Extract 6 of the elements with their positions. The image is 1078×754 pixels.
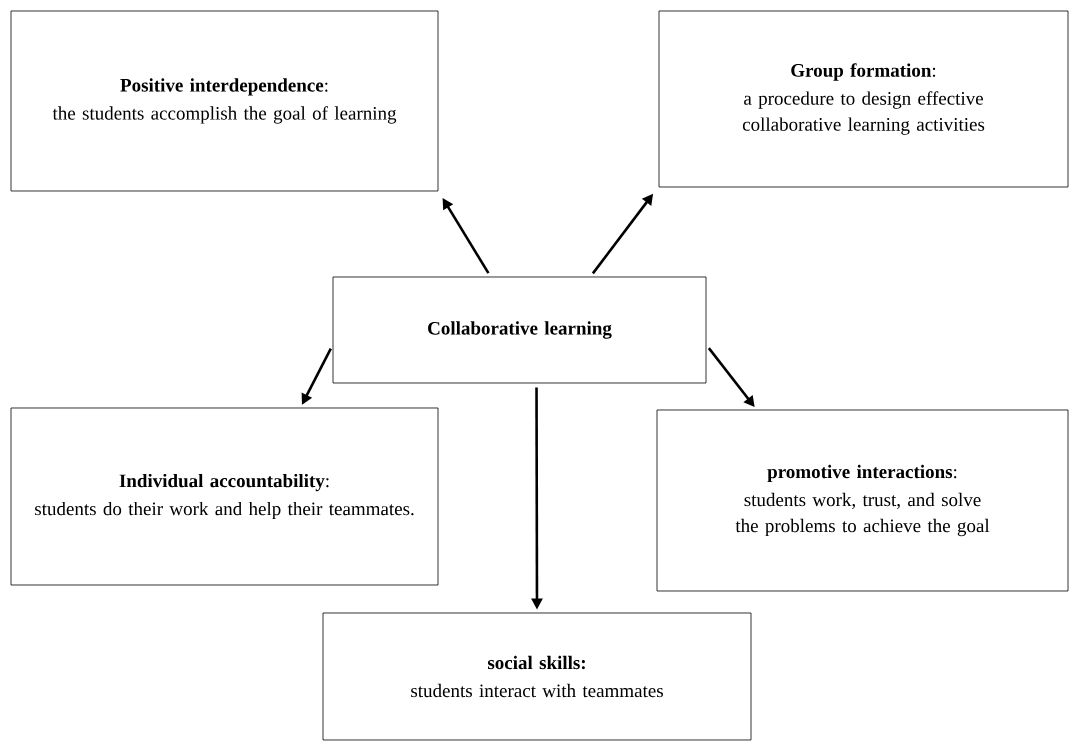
concept-box: Group formation: a procedure to design effective collaborative learning activities bbox=[658, 10, 1069, 188]
concept-box: Individual accountability: students do their work and help their teammates. bbox=[10, 407, 439, 586]
concept-box: promotive interactions: students work, trust, and solve the problems to achieve the goal bbox=[656, 409, 1069, 592]
concept-box: Collaborative learning bbox=[332, 276, 707, 384]
concept-box: social skills: students interact with teammates bbox=[322, 612, 752, 741]
concept-box: Positive interdependence: the students accomplish the goal of learning bbox=[10, 10, 439, 192]
